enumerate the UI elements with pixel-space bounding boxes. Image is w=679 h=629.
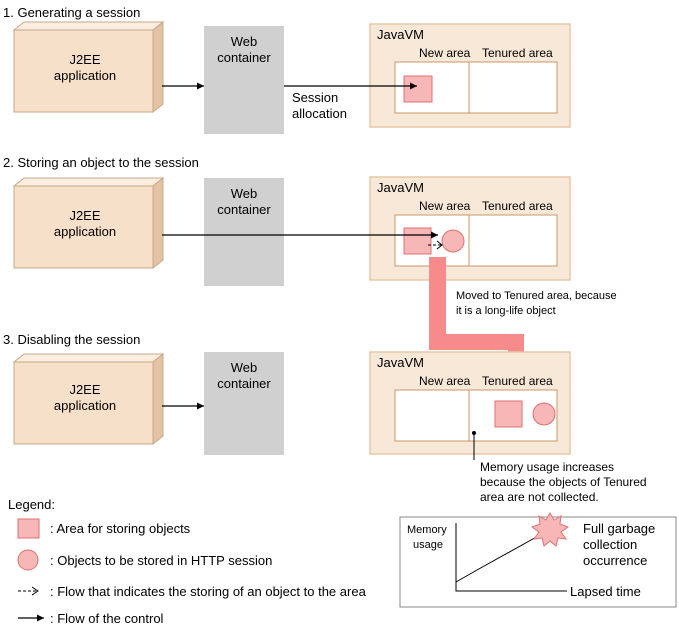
legend-title: Legend: bbox=[8, 497, 55, 512]
javavm-label: JavaVM bbox=[377, 180, 424, 195]
step-1: 1. Generating a session J2EE application… bbox=[3, 5, 571, 134]
new-area-label: New area bbox=[419, 46, 471, 60]
app-label-line2: application bbox=[54, 398, 116, 413]
app-label-line2: application bbox=[54, 68, 116, 83]
graph-axes bbox=[455, 523, 567, 592]
legend-item-text: : Flow that indicates the storing of an … bbox=[50, 584, 367, 599]
tenured-object-circle bbox=[532, 402, 556, 426]
graph-ylabel-line1: Memory bbox=[407, 524, 447, 536]
tenured-area-label: Tenured area bbox=[482, 199, 553, 213]
memory-note-line1: Memory usage increases bbox=[480, 460, 614, 474]
web-container-box bbox=[204, 352, 284, 455]
tenured-area-label: Tenured area bbox=[482, 46, 553, 60]
legend: Legend: : Area for storing objects : Obj… bbox=[8, 497, 367, 626]
session-allocation-line1: Session bbox=[292, 90, 338, 105]
session-object-circle bbox=[441, 229, 465, 253]
container-label-line2: container bbox=[217, 202, 271, 217]
full-gc-burst-icon bbox=[530, 511, 570, 547]
graph-ylabel-line2: usage bbox=[413, 539, 443, 551]
javavm-label: JavaVM bbox=[377, 355, 424, 370]
legend-item-text: : Area for storing objects bbox=[50, 521, 191, 536]
session-area-square bbox=[403, 75, 433, 103]
app-label-line1: J2EE bbox=[69, 208, 100, 223]
web-container-box bbox=[204, 178, 284, 286]
moved-note-line1: Moved to Tenured area, because bbox=[456, 290, 617, 302]
container-label-line1: Web bbox=[231, 186, 258, 201]
circle-icon bbox=[17, 549, 39, 571]
container-label-line2: container bbox=[217, 376, 271, 391]
step-2-title: 2. Storing an object to the session bbox=[3, 155, 199, 170]
app-label-line1: J2EE bbox=[69, 52, 100, 67]
app-label-line2: application bbox=[54, 224, 116, 239]
web-container-box bbox=[204, 26, 284, 134]
legend-item-text: : Flow of the control bbox=[50, 611, 164, 626]
memory-graph: Memory usage Full garbage collection occ… bbox=[399, 511, 677, 608]
dashed-arrow-icon bbox=[18, 586, 39, 596]
step-3: 3. Disabling the session J2EE applicatio… bbox=[3, 332, 571, 460]
step-3-title: 3. Disabling the session bbox=[3, 332, 140, 347]
storing-flow-dashed-arrow bbox=[428, 240, 443, 250]
tenured-area-label: Tenured area bbox=[482, 374, 553, 388]
graph-xlabel: Lapsed time bbox=[570, 584, 641, 599]
memory-usage-line bbox=[455, 529, 550, 583]
new-area-label: New area bbox=[419, 199, 471, 213]
app-label-line1: J2EE bbox=[69, 382, 100, 397]
gc-event-line2: collection bbox=[583, 537, 637, 552]
j2ee-application-box bbox=[12, 352, 165, 446]
j2ee-application-box bbox=[12, 176, 165, 270]
gc-event-line3: occurrence bbox=[583, 553, 647, 568]
javavm-label: JavaVM bbox=[377, 27, 424, 42]
j2ee-application-box bbox=[12, 20, 165, 114]
moved-note-line2: it is a long-life object bbox=[456, 305, 556, 317]
container-label-line1: Web bbox=[231, 360, 258, 375]
container-label-line2: container bbox=[217, 50, 271, 65]
graph-frame bbox=[399, 516, 677, 608]
session-allocation-line2: allocation bbox=[292, 106, 347, 121]
memory-note-line2: because the objects of Tenured bbox=[480, 475, 647, 489]
step-1-title: 1. Generating a session bbox=[3, 5, 140, 20]
container-label-line1: Web bbox=[231, 34, 258, 49]
tenured-area-square bbox=[494, 400, 523, 428]
gc-event-line1: Full garbage bbox=[583, 521, 655, 536]
step-2: 2. Storing an object to the session J2EE… bbox=[3, 155, 617, 386]
heap-area bbox=[394, 389, 558, 442]
square-icon bbox=[17, 518, 40, 539]
session-area-square bbox=[403, 227, 432, 255]
new-area-label: New area bbox=[419, 374, 471, 388]
legend-item-text: : Objects to be stored in HTTP session bbox=[50, 553, 272, 568]
memory-note-line3: area are not collected. bbox=[480, 490, 599, 504]
